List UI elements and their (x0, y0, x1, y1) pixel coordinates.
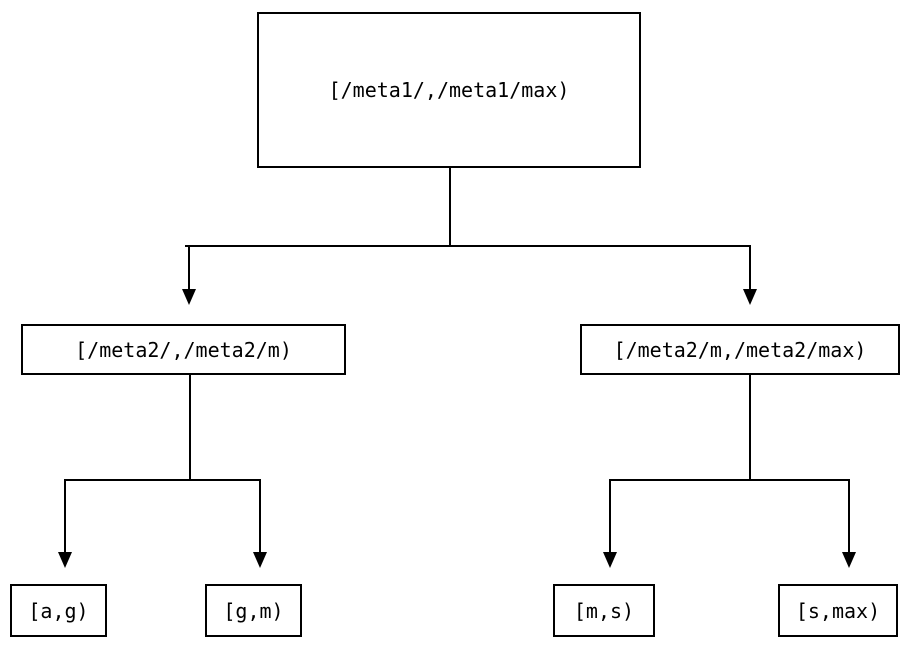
tree-node-mid-right-label: [/meta2/m,/meta2/max) (613, 337, 867, 362)
edge-mid-right-to-leaf-m-s (609, 479, 611, 552)
tree-node-leaf-g-m[interactable]: [g,m) (205, 584, 302, 637)
tree-node-leaf-s-max-label: [s,max) (795, 598, 881, 623)
tree-node-root[interactable]: [/meta1/,/meta1/max) (257, 12, 641, 168)
edge-root-horizontal-bus (185, 245, 751, 247)
edge-root-to-mid-right-drop (749, 245, 751, 289)
tree-node-leaf-s-max[interactable]: [s,max) (778, 584, 898, 637)
tree-node-mid-left[interactable]: [/meta2/,/meta2/m) (21, 324, 346, 375)
edge-mid-left-to-leaf-a-g (64, 479, 66, 552)
tree-node-mid-right[interactable]: [/meta2/m,/meta2/max) (580, 324, 900, 375)
arrow-down-icon-mid-right (743, 289, 757, 305)
edge-mid-right-stem (749, 375, 751, 481)
tree-node-leaf-g-m-label: [g,m) (223, 598, 284, 623)
arrow-down-icon-leaf-g-m (253, 552, 267, 568)
tree-node-leaf-a-g[interactable]: [a,g) (10, 584, 107, 637)
arrow-down-icon-leaf-m-s (603, 552, 617, 568)
edge-mid-left-horizontal-bus (64, 479, 261, 481)
arrow-down-icon-leaf-a-g (58, 552, 72, 568)
edge-mid-left-stem (189, 375, 191, 481)
edge-mid-right-to-leaf-s-max (848, 479, 850, 552)
tree-node-leaf-a-g-label: [a,g) (28, 598, 89, 623)
edge-mid-left-to-leaf-g-m (259, 479, 261, 552)
tree-node-root-label: [/meta1/,/meta1/max) (328, 78, 570, 102)
tree-node-leaf-m-s[interactable]: [m,s) (553, 584, 655, 637)
edge-mid-right-horizontal-bus (609, 479, 850, 481)
arrow-down-icon-mid-left (182, 289, 196, 305)
arrow-down-icon-leaf-s-max (842, 552, 856, 568)
edge-root-stem (449, 168, 451, 247)
edge-root-to-mid-left-drop (188, 245, 190, 289)
tree-node-mid-left-label: [/meta2/,/meta2/m) (75, 337, 292, 362)
tree-node-leaf-m-s-label: [m,s) (573, 598, 635, 623)
